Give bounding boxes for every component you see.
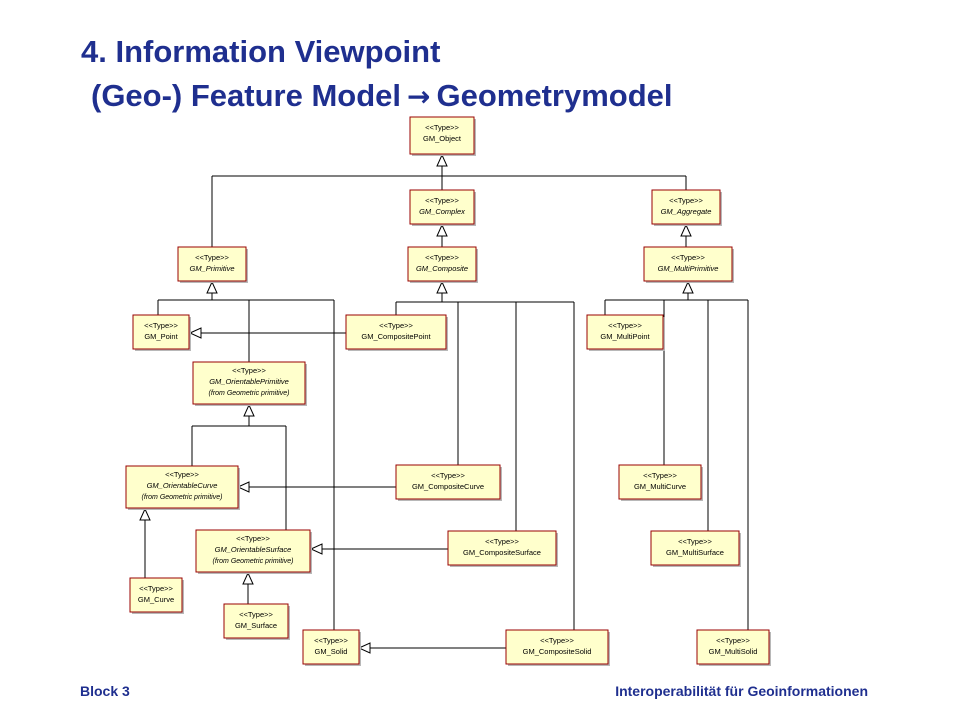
- class-name: GM_MultiCurve: [634, 482, 686, 491]
- class-box-gm-curve: <<Type>> GM_Curve: [129, 577, 184, 614]
- package-note: (from Geometric primitive): [213, 558, 294, 565]
- footer-block-label: Block 3: [80, 683, 130, 699]
- stereotype-label: <<Type>>: [139, 584, 173, 593]
- class-box-gm-object: <<Type>> GM_Object: [409, 116, 476, 156]
- class-name: GM_Aggregate: [661, 207, 712, 216]
- title-line2-prefix: (Geo-) Feature Model: [91, 78, 402, 113]
- inheritance-arrowhead: [436, 280, 448, 294]
- stereotype-label: <<Type>>: [232, 366, 266, 375]
- stereotype-label: <<Type>>: [485, 537, 519, 546]
- inheritance-arrowhead: [242, 571, 254, 585]
- class-box-gm-compositepoint: <<Type>> GM_CompositePoint: [345, 314, 448, 351]
- stereotype-label: <<Type>>: [669, 196, 703, 205]
- class-name: GM_MultiSolid: [709, 647, 758, 656]
- class-box-gm-compositesolid: <<Type>> GM_CompositeSolid: [505, 629, 610, 666]
- stereotype-label: <<Type>>: [671, 253, 705, 262]
- class-name: GM_CompositeSurface: [463, 548, 541, 557]
- class-box-gm-multicurve: <<Type>> GM_MultiCurve: [618, 464, 703, 501]
- class-name: GM_Complex: [419, 207, 465, 216]
- class-box-gm-primitive: <<Type>> GM_Primitive: [177, 246, 248, 283]
- class-box-gm-orientableprimitive: <<Type>> GM_OrientablePrimitive (from Geom…: [192, 361, 307, 406]
- inheritance-arrowhead: [680, 223, 692, 237]
- inheritance-arrowhead: [206, 280, 218, 294]
- class-name: GM_OrientableSurface: [215, 545, 292, 554]
- inheritance-arrowhead: [436, 223, 448, 237]
- class-name: GM_OrientableCurve: [147, 481, 218, 490]
- inheritance-arrowhead: [188, 327, 202, 339]
- stereotype-label: <<Type>>: [239, 610, 273, 619]
- stereotype-label: <<Type>>: [678, 537, 712, 546]
- stereotype-label: <<Type>>: [608, 321, 642, 330]
- class-name: GM_Primitive: [189, 264, 234, 273]
- stereotype-label: <<Type>>: [236, 534, 270, 543]
- stereotype-label: <<Type>>: [425, 196, 459, 205]
- stereotype-label: <<Type>>: [144, 321, 178, 330]
- stereotype-label: <<Type>>: [425, 253, 459, 262]
- stereotype-label: <<Type>>: [314, 636, 348, 645]
- class-name: GM_Composite: [416, 264, 468, 273]
- class-name: GM_Point: [144, 332, 178, 341]
- inheritance-arrowhead: [139, 507, 151, 521]
- stereotype-label: <<Type>>: [643, 471, 677, 480]
- package-note: (from Geometric primitive): [209, 390, 290, 397]
- class-name: GM_Solid: [315, 647, 348, 656]
- class-box-gm-multiprimitive: <<Type>> GM_MultiPrimitive: [643, 246, 734, 283]
- class-name: GM_CompositePoint: [361, 332, 431, 341]
- class-box-gm-aggregate: <<Type>> GM_Aggregate: [651, 189, 722, 226]
- class-box-gm-orientablesurface: <<Type>> GM_OrientableSurface (from Geomet…: [195, 529, 312, 574]
- class-name: GM_MultiSurface: [666, 548, 724, 557]
- stereotype-label: <<Type>>: [431, 471, 465, 480]
- stereotype-label: <<Type>>: [716, 636, 750, 645]
- stereotype-label: <<Type>>: [425, 123, 459, 132]
- stereotype-label: <<Type>>: [540, 636, 574, 645]
- inheritance-arrowhead: [436, 153, 448, 167]
- slide-title: 4. Information Viewpoint (Geo-) Feature …: [81, 30, 673, 119]
- class-name: GM_CompositeSolid: [523, 647, 592, 656]
- class-name: GM_Surface: [235, 621, 277, 630]
- class-box-gm-compositesurface: <<Type>> GM_CompositeSurface: [447, 530, 558, 567]
- class-name: GM_Object: [423, 134, 462, 143]
- title-line2: (Geo-) Feature Model→Geometrymodel: [81, 74, 673, 119]
- class-box-gm-surface: <<Type>> GM_Surface: [223, 603, 290, 640]
- package-note: (from Geometric primitive): [142, 494, 223, 501]
- class-box-gm-solid: <<Type>> GM_Solid: [302, 629, 361, 666]
- inheritance-arrowhead: [682, 280, 694, 294]
- class-box-gm-complex: <<Type>> GM_Complex: [409, 189, 476, 226]
- class-box-gm-orientablecurve: <<Type>> GM_OrientableCurve (from Geometri…: [125, 465, 240, 510]
- inheritance-arrowhead: [309, 543, 323, 555]
- arrow-icon: →: [407, 80, 431, 113]
- class-name: GM_CompositeCurve: [412, 482, 484, 491]
- class-box-gm-composite: <<Type>> GM_Composite: [407, 246, 478, 283]
- stereotype-label: <<Type>>: [195, 253, 229, 262]
- class-boxes: <<Type>>GM_Object<<Type>>GM_Complex<<Typ…: [125, 116, 771, 666]
- class-name: GM_MultiPoint: [600, 332, 650, 341]
- class-name: GM_OrientablePrimitive: [209, 377, 289, 386]
- stereotype-label: <<Type>>: [165, 470, 199, 479]
- inheritance-arrowhead: [243, 403, 255, 417]
- class-box-gm-multipoint: <<Type>> GM_MultiPoint: [586, 314, 665, 351]
- stereotype-label: <<Type>>: [379, 321, 413, 330]
- class-name: GM_Curve: [138, 595, 174, 604]
- class-box-gm-multisurface: <<Type>> GM_MultiSurface: [650, 530, 741, 567]
- class-name: GM_MultiPrimitive: [658, 264, 719, 273]
- generalization-connectors: [139, 153, 749, 654]
- class-box-gm-multisolid: <<Type>> GM_MultiSolid: [696, 629, 771, 666]
- class-box-gm-compositecurve: <<Type>> GM_CompositeCurve: [395, 464, 502, 501]
- class-box-gm-point: <<Type>> GM_Point: [132, 314, 191, 351]
- title-line1: 4. Information Viewpoint: [81, 34, 441, 69]
- footer-course-title: Interoperabilität für Geoinformationen: [615, 683, 868, 699]
- title-line2-suffix: Geometrymodel: [436, 78, 673, 113]
